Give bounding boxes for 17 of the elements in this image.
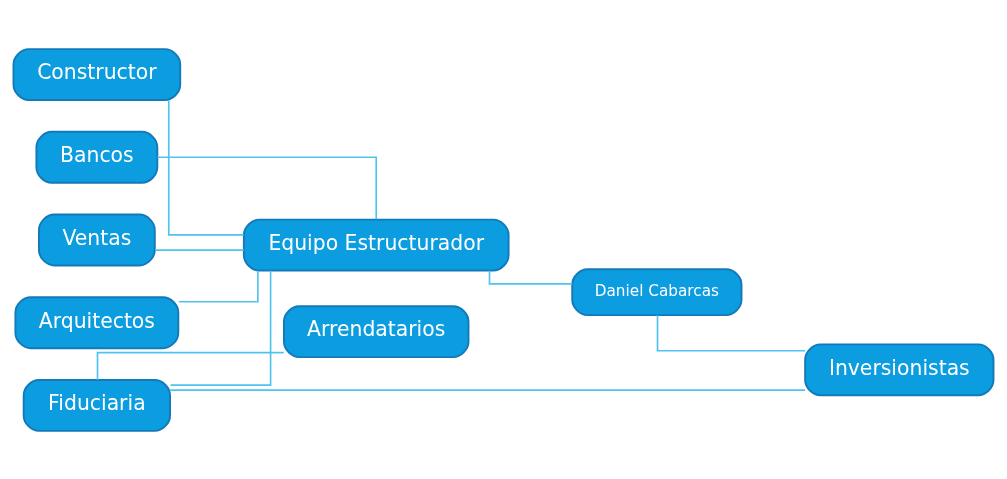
node-box: Constructor bbox=[12, 47, 182, 101]
node-box: Inversionistas bbox=[804, 342, 995, 396]
connector bbox=[169, 269, 272, 386]
connector bbox=[154, 248, 245, 251]
node-box: Fiduciaria bbox=[22, 378, 171, 432]
connector bbox=[169, 388, 806, 391]
node-box: Daniel Cabarcas bbox=[571, 267, 743, 316]
connector bbox=[156, 155, 378, 220]
node-box: Arrendatarios bbox=[283, 304, 470, 358]
node-box: Ventas bbox=[38, 213, 156, 266]
node-box: Bancos bbox=[35, 130, 159, 184]
node-box: Arquitectos bbox=[14, 295, 180, 349]
connector bbox=[96, 351, 285, 380]
connector bbox=[656, 314, 806, 352]
connector bbox=[167, 99, 245, 236]
connector bbox=[177, 269, 259, 303]
node-box: Equipo Estructurador bbox=[242, 218, 510, 271]
